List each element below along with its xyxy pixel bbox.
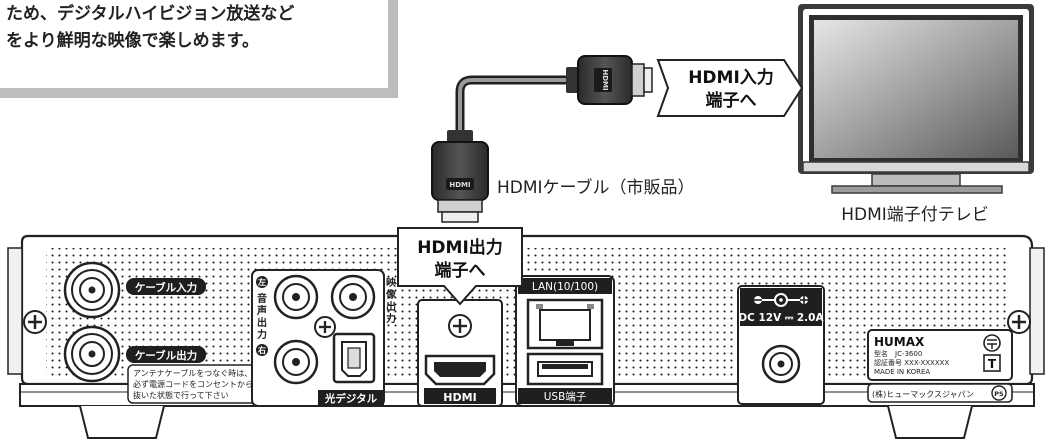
hdmi-output-line-2: 端子へ bbox=[435, 260, 486, 281]
hdmi-output-line-1: HDMI出力 bbox=[417, 237, 503, 258]
video-out-1: 映 bbox=[386, 276, 397, 289]
company-label: (株)ヒューマックスジャパン bbox=[872, 389, 974, 399]
video-out-2: 像 bbox=[385, 288, 397, 301]
left-mark: 左 bbox=[257, 277, 266, 287]
antenna-note-1: アンテナケーブルをつなぐ時は、 bbox=[133, 368, 252, 378]
cable-out-connector[interactable] bbox=[63, 325, 121, 383]
video-out-3: 出 bbox=[386, 300, 396, 313]
tv-label: HDMI端子付テレビ bbox=[841, 205, 989, 225]
lan-usb-section: LAN(10/100) USB端子 bbox=[515, 275, 615, 407]
audio-right-jack[interactable] bbox=[273, 339, 319, 385]
audio-out-1: 音 bbox=[257, 292, 267, 305]
antenna-section: ケーブル入力 ケーブル出力 アンテナケーブルをつなぐ時は、 必ず電源コードをコン… bbox=[63, 261, 261, 404]
video-out-4: 力 bbox=[386, 312, 396, 325]
hdmi-input-line-2: 端子へ bbox=[706, 90, 757, 111]
usb-port[interactable] bbox=[526, 352, 604, 386]
cable-out-label: ケーブル出力 bbox=[135, 349, 197, 362]
hdmi-output-port[interactable] bbox=[424, 354, 496, 386]
ps-mark-icon: PS bbox=[991, 385, 1007, 401]
audio-out-2: 声 bbox=[256, 304, 267, 317]
hdmi-input-callout: HDMI入力 端子へ bbox=[656, 59, 804, 117]
usb-label: USB端子 bbox=[544, 390, 587, 403]
lan-label: LAN(10/100) bbox=[532, 281, 598, 293]
telecom-mark-icon bbox=[983, 334, 1001, 352]
lower-plug-mark: HDMI bbox=[449, 181, 470, 189]
video-jack[interactable] bbox=[330, 274, 376, 320]
hdmi-screw-icon bbox=[448, 314, 472, 338]
left-screw-icon bbox=[23, 310, 47, 334]
antenna-note-3: 抜いた状態で行って下さい bbox=[133, 390, 229, 400]
antenna-note-2: 必ず電源コードをコンセントから bbox=[133, 379, 253, 389]
optical-label: 光デジタル bbox=[324, 392, 378, 405]
right-screw-icon bbox=[1007, 310, 1031, 334]
note-line-1: ため、デジタルハイビジョン放送など bbox=[6, 3, 294, 24]
hdmi-output-callout: HDMI出力 端子へ bbox=[397, 227, 523, 306]
dc-jack[interactable] bbox=[761, 344, 801, 384]
av-screw-icon bbox=[314, 316, 336, 338]
cert-text: 認証番号 XXX-XXXXXX bbox=[874, 358, 949, 367]
lan-port[interactable] bbox=[526, 298, 604, 350]
cable-in-connector[interactable] bbox=[63, 261, 121, 319]
cable-label: HDMIケーブル（市販品） bbox=[497, 177, 695, 198]
tv-illustration bbox=[798, 4, 1034, 194]
audio-left-jack[interactable] bbox=[273, 274, 319, 320]
audio-out-3: 出 bbox=[257, 316, 267, 329]
hdmi-port-label: HDMI bbox=[443, 391, 476, 404]
av-section: 左 音 声 出 力 右 映 像 出 力 bbox=[251, 269, 397, 407]
t-mark: T bbox=[988, 357, 997, 371]
hdmi-input-line-1: HDMI入力 bbox=[688, 67, 774, 88]
ps-mark: PS bbox=[994, 390, 1004, 398]
hdmi-cable: HDMI HDMI bbox=[431, 55, 653, 223]
brand-logo: HUMAX bbox=[874, 335, 925, 349]
model-text: 型名 JC-3600 bbox=[874, 349, 922, 358]
audio-out-4: 力 bbox=[257, 328, 267, 341]
note-line-2: をより鮮明な映像で楽しめます。 bbox=[6, 30, 259, 51]
made-text: MADE IN KOREA bbox=[874, 368, 930, 376]
note-box: ため、デジタルハイビジョン放送など をより鮮明な映像で楽しめます。 bbox=[0, 0, 398, 98]
cable-in-label: ケーブル入力 bbox=[135, 281, 197, 294]
hdmi-port-section: HDMI bbox=[417, 299, 503, 407]
dc-polarity-icon bbox=[754, 293, 808, 307]
rating-label: HUMAX 型名 JC-3600 認証番号 XXX-XXXXXX MADE IN… bbox=[867, 329, 1013, 381]
optical-port[interactable] bbox=[332, 332, 376, 384]
right-mark: 右 bbox=[257, 345, 266, 355]
dc-rating: DC 12V ⎓ 2.0A bbox=[738, 312, 824, 324]
upper-plug-mark: HDMI bbox=[601, 69, 609, 90]
dc-section: DC 12V ⎓ 2.0A bbox=[737, 285, 825, 405]
